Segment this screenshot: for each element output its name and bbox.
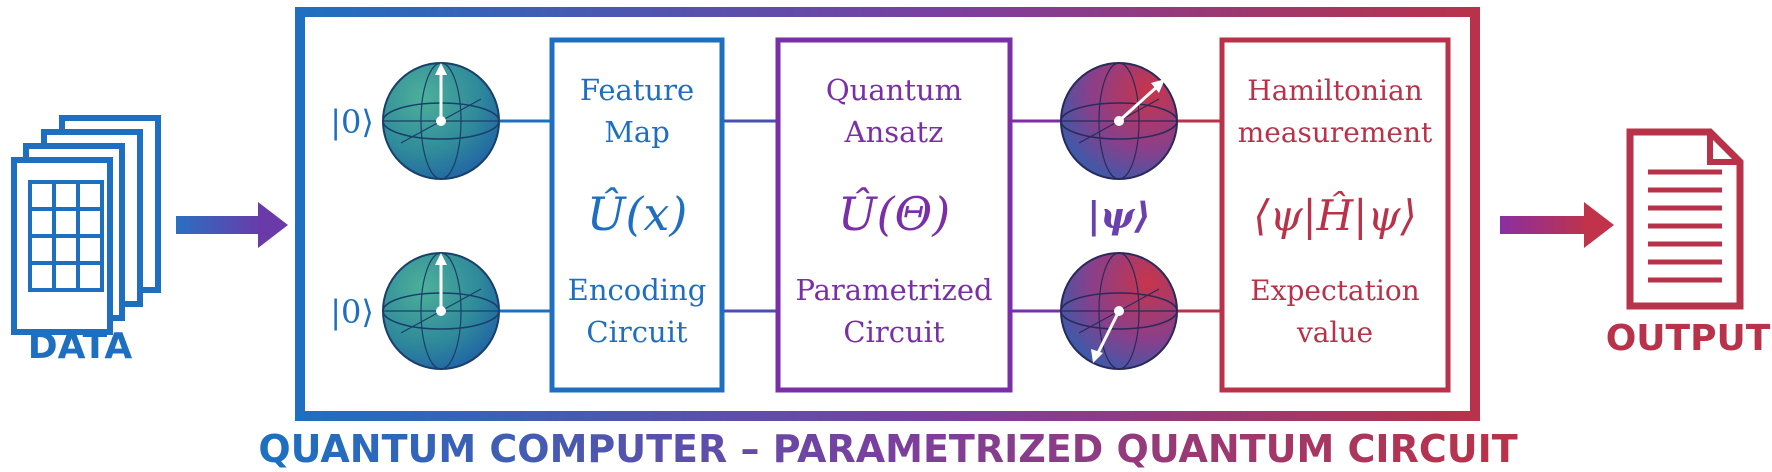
measurement-box: [1219, 37, 1451, 393]
document-icon: [1626, 128, 1744, 310]
ansatz-caption-line1: Parametrized: [795, 273, 992, 307]
encoding-caption-line1: Encoding: [568, 273, 707, 307]
ansatz-formula: Û(Θ): [838, 186, 950, 241]
output-state-label: |ψ⟩: [1087, 195, 1150, 237]
output-label: OUTPUT: [1606, 318, 1771, 359]
encoding-circuit-box: [549, 37, 725, 393]
input-state-bottom: |0⟩: [330, 293, 374, 331]
bloch-sphere-icon: [382, 62, 500, 180]
bloch-sphere-icon: [1060, 62, 1178, 180]
data-label: DATA: [28, 326, 133, 367]
data-stack-icon: [11, 115, 161, 335]
encoding-formula: Û(x): [587, 186, 688, 241]
measurement-title-line2: measurement: [1238, 116, 1433, 149]
encoding-title-line1: Feature: [580, 73, 694, 107]
measurement-formula: ⟨ψ|Ĥ|ψ⟩: [1253, 190, 1417, 240]
measurement-caption-line1: Expectation: [1250, 274, 1419, 307]
encoding-title-line2: Map: [604, 115, 670, 149]
measurement-caption-line2: value: [1296, 316, 1373, 349]
bloch-sphere-icon: [382, 252, 500, 370]
measurement-title-line1: Hamiltonian: [1247, 74, 1422, 107]
output-arrow: [1500, 202, 1614, 248]
qubit-wires: [500, 119, 1222, 313]
data-grid: [28, 180, 104, 292]
bloch-sphere-icon: [1060, 252, 1178, 370]
ansatz-title-line1: Quantum: [826, 73, 962, 107]
frame-caption: QUANTUM COMPUTER – PARAMETRIZED QUANTUM …: [258, 427, 1517, 471]
ansatz-circuit-box: [775, 37, 1013, 393]
ansatz-caption-line2: Circuit: [843, 315, 945, 349]
ansatz-title-line2: Ansatz: [844, 115, 944, 149]
input-state-top: |0⟩: [330, 103, 374, 141]
input-arrow: [176, 202, 288, 248]
encoding-caption-line2: Circuit: [586, 315, 688, 349]
